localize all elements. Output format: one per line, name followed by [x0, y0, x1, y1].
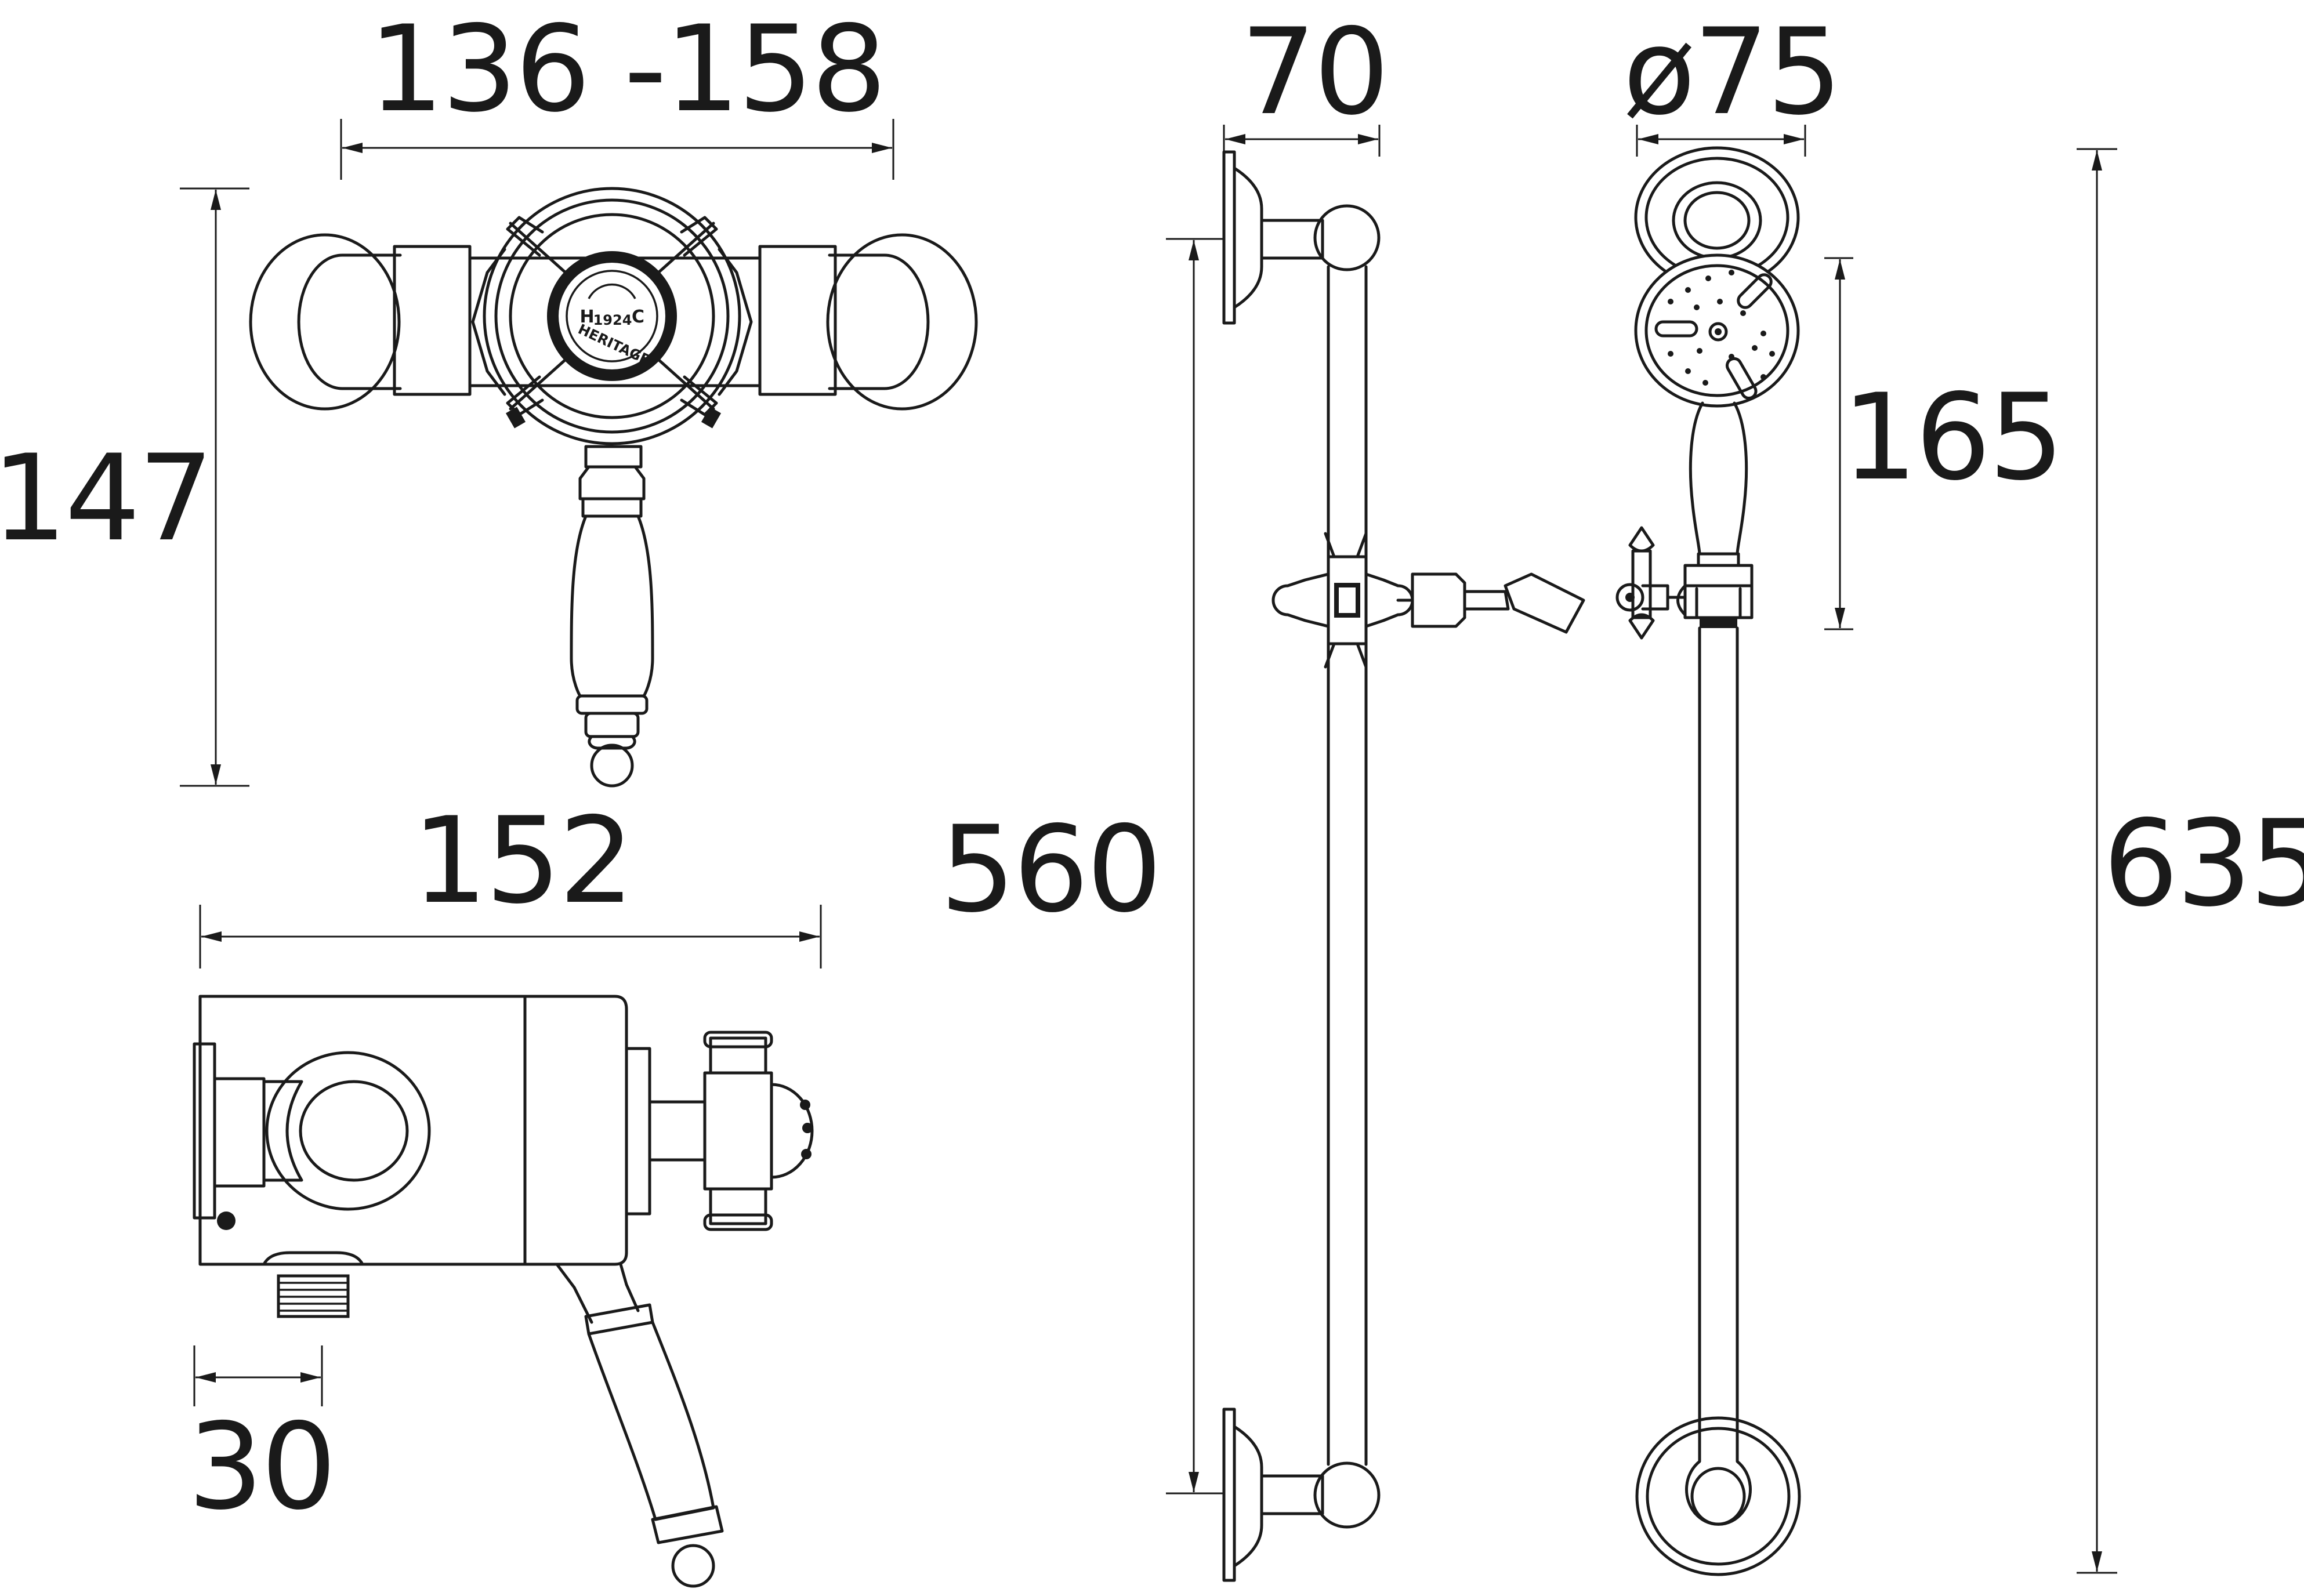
- rail-slider[interactable]: [1271, 532, 1585, 669]
- temperature-dial: H C 1924 HERITAGE: [547, 251, 677, 381]
- handset-handle[interactable]: [1689, 401, 1748, 567]
- flow-lever[interactable]: [570, 445, 654, 788]
- rail-front-view: [1615, 146, 1801, 1576]
- dim-valve-width-label: 136 -158: [368, 1, 885, 139]
- dim-head-diameter-label: ø75: [1623, 3, 1840, 142]
- dial-year-mark: 1924: [593, 312, 632, 328]
- dim-handset-length-line: [1824, 257, 1853, 630]
- bottom-wall-bracket: [1635, 1416, 1801, 1576]
- dim-valve-depth-line: [199, 905, 822, 969]
- right-inlet-ring: [758, 233, 978, 411]
- dim-rail-length-label: 560: [940, 801, 1160, 939]
- valve-front-view: H C 1924 HERITAGE: [249, 187, 978, 788]
- dim-rail-length-line: [1166, 238, 1224, 1495]
- handset-holder[interactable]: [1615, 526, 1754, 640]
- side-flow-lever[interactable]: [555, 1263, 724, 1588]
- dial-hot-mark: H: [579, 307, 594, 327]
- dim-valve-height-label: 147: [0, 430, 212, 568]
- dim-overall-height-label: 635: [2103, 795, 2304, 933]
- dim-outlet-offset-line: [193, 1345, 323, 1406]
- outlet-thread: [262, 1251, 364, 1318]
- valve-side-view: [193, 995, 814, 1588]
- dim-head-diameter-line: [1636, 125, 1806, 157]
- left-inlet-ring: [249, 233, 472, 411]
- side-outlet-ring: [262, 1051, 431, 1211]
- dim-valve-width-line: [340, 119, 894, 180]
- dim-rail-projection-label: 70: [1241, 3, 1388, 142]
- dim-outlet-offset-label: 30: [188, 1398, 335, 1536]
- dim-valve-depth-label: 152: [412, 792, 632, 930]
- dim-valve-height-line: [180, 187, 249, 787]
- side-control-knob[interactable]: [625, 1031, 814, 1231]
- dial-cold-mark: C: [632, 307, 644, 327]
- dim-overall-height-line: [2077, 148, 2117, 1574]
- dim-handset-length-label: 165: [1842, 369, 2062, 507]
- rail-side-view: [1222, 150, 1585, 1582]
- shower-head[interactable]: [1634, 253, 1800, 408]
